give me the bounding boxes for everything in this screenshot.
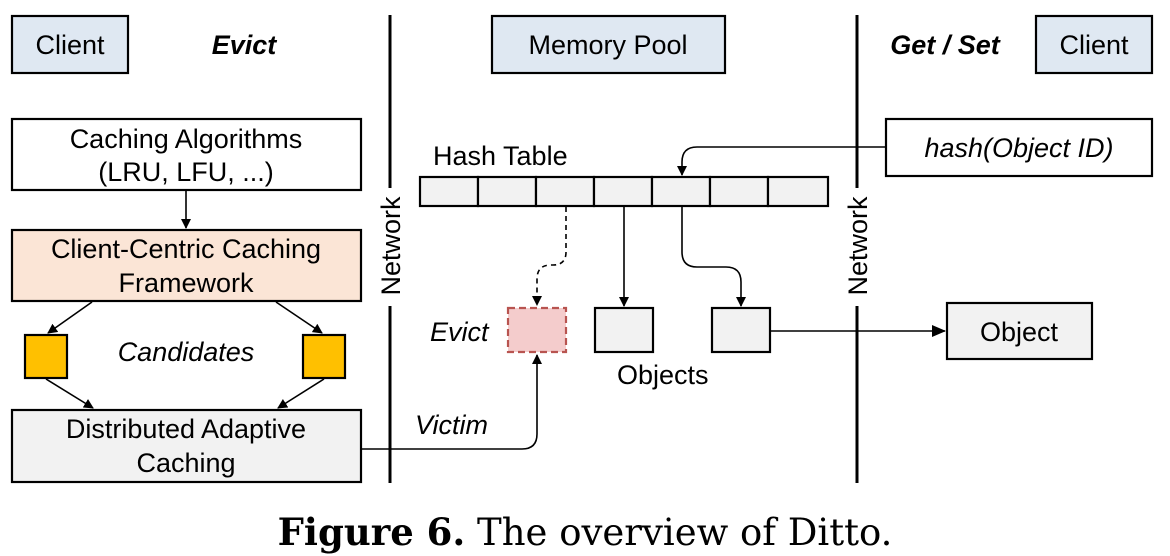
candidates-label: Candidates bbox=[118, 337, 255, 367]
candidate-left-to-adaptive-arrow bbox=[45, 378, 94, 409]
network-label-left: Network bbox=[376, 196, 406, 296]
framework-to-candidate-left-arrow bbox=[47, 301, 93, 334]
client-object-box bbox=[945, 301, 1094, 361]
client-object-label: Object bbox=[980, 317, 1059, 347]
distributed-adaptive-caching-box bbox=[10, 408, 363, 484]
hash-lookup-arrow bbox=[677, 146, 885, 176]
candidate-box-right bbox=[301, 333, 347, 380]
object-box-2 bbox=[710, 306, 772, 354]
client-centric-framework-box bbox=[10, 228, 363, 303]
hash-function-label: hash(Object ID) bbox=[924, 133, 1113, 163]
caption-label: Figure 6. bbox=[278, 510, 466, 554]
candidate-right-to-adaptive-arrow bbox=[277, 378, 325, 409]
caching-algorithms-line1: Caching Algorithms bbox=[70, 124, 303, 154]
evicted-object-box bbox=[506, 306, 568, 354]
evict-pointer-arrow bbox=[532, 207, 567, 306]
objects-label: Objects bbox=[617, 360, 709, 390]
memory-pool-box bbox=[490, 14, 727, 75]
network-label-right: Network bbox=[843, 196, 873, 296]
adaptive-line2: Caching bbox=[136, 448, 235, 478]
adaptive-line1: Distributed Adaptive bbox=[66, 414, 306, 444]
hash-slot bbox=[766, 175, 830, 208]
object-pointer-arrow-2 bbox=[681, 207, 746, 307]
hash-slot bbox=[592, 175, 654, 208]
right-client-label: Client bbox=[1059, 30, 1129, 60]
framework-to-candidate-right-arrow bbox=[275, 301, 323, 334]
candidate-box-left bbox=[23, 333, 69, 380]
memory-pool-label: Memory Pool bbox=[528, 30, 687, 60]
caching-algorithms-line2: (LRU, LFU, ...) bbox=[98, 157, 274, 187]
victim-label: Victim bbox=[415, 410, 488, 440]
get-set-heading: Get / Set bbox=[890, 30, 1001, 60]
right-client-box bbox=[1034, 14, 1154, 75]
hash-slot bbox=[708, 175, 770, 208]
hash-slot bbox=[534, 175, 596, 208]
evict-heading: Evict bbox=[212, 30, 278, 60]
evict-label: Evict bbox=[430, 317, 490, 347]
framework-line1: Client-Centric Caching bbox=[51, 234, 321, 264]
hash-function-box bbox=[884, 117, 1154, 178]
hash-table bbox=[418, 175, 830, 208]
left-client-box bbox=[10, 14, 130, 75]
hash-slot bbox=[418, 175, 480, 208]
object-box-1 bbox=[593, 306, 655, 354]
hash-table-label: Hash Table bbox=[433, 141, 568, 171]
caching-algorithms-box bbox=[10, 117, 363, 192]
caption-text: The overview of Ditto. bbox=[465, 511, 892, 554]
victim-arrow bbox=[362, 354, 542, 450]
left-client-label: Client bbox=[35, 30, 105, 60]
hash-slot bbox=[476, 175, 538, 208]
hash-slot bbox=[650, 175, 712, 208]
framework-line2: Framework bbox=[118, 268, 254, 298]
figure-caption: Figure 6. The overview of Ditto. bbox=[278, 510, 893, 554]
